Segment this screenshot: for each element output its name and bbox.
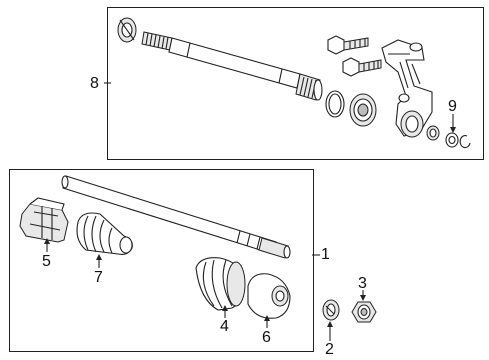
arrow-9 <box>450 127 456 133</box>
callout-3: 3 <box>358 275 367 292</box>
intermediate-shaft <box>141 31 323 101</box>
bolt-1 <box>327 35 369 55</box>
support-bracket <box>381 39 433 138</box>
intermediate-shaft-seal <box>117 17 137 43</box>
arrow-7 <box>96 254 102 260</box>
callout-1: 1 <box>321 246 330 263</box>
inner-boot-4 <box>195 257 246 311</box>
washer-9 <box>445 132 459 148</box>
bolt-2 <box>342 57 382 77</box>
small-seal <box>426 125 440 141</box>
callout-7: 7 <box>94 269 103 286</box>
snap-ring-upper <box>325 90 345 118</box>
callout-4: 4 <box>220 318 229 335</box>
arrow-4 <box>222 305 228 311</box>
arrow-3 <box>360 295 366 301</box>
lock-clip-2 <box>322 299 340 321</box>
callout-8: 8 <box>90 75 99 92</box>
callout-9: 9 <box>448 98 457 115</box>
callout-6: 6 <box>262 329 271 346</box>
arrow-2 <box>327 321 333 327</box>
bearing <box>349 93 377 127</box>
hex-nut-3 <box>351 301 377 323</box>
outer-boot-7 <box>76 212 133 255</box>
axle-shaft <box>61 175 291 259</box>
joint-housing-6 <box>247 273 291 319</box>
arrow-6 <box>264 315 270 321</box>
arrow-5 <box>44 238 50 244</box>
callout-5: 5 <box>42 253 51 270</box>
callout-2: 2 <box>325 341 334 358</box>
clip-ring <box>459 135 471 149</box>
lower-assembly-box <box>9 169 314 352</box>
boot-clamp-5 <box>19 197 69 243</box>
